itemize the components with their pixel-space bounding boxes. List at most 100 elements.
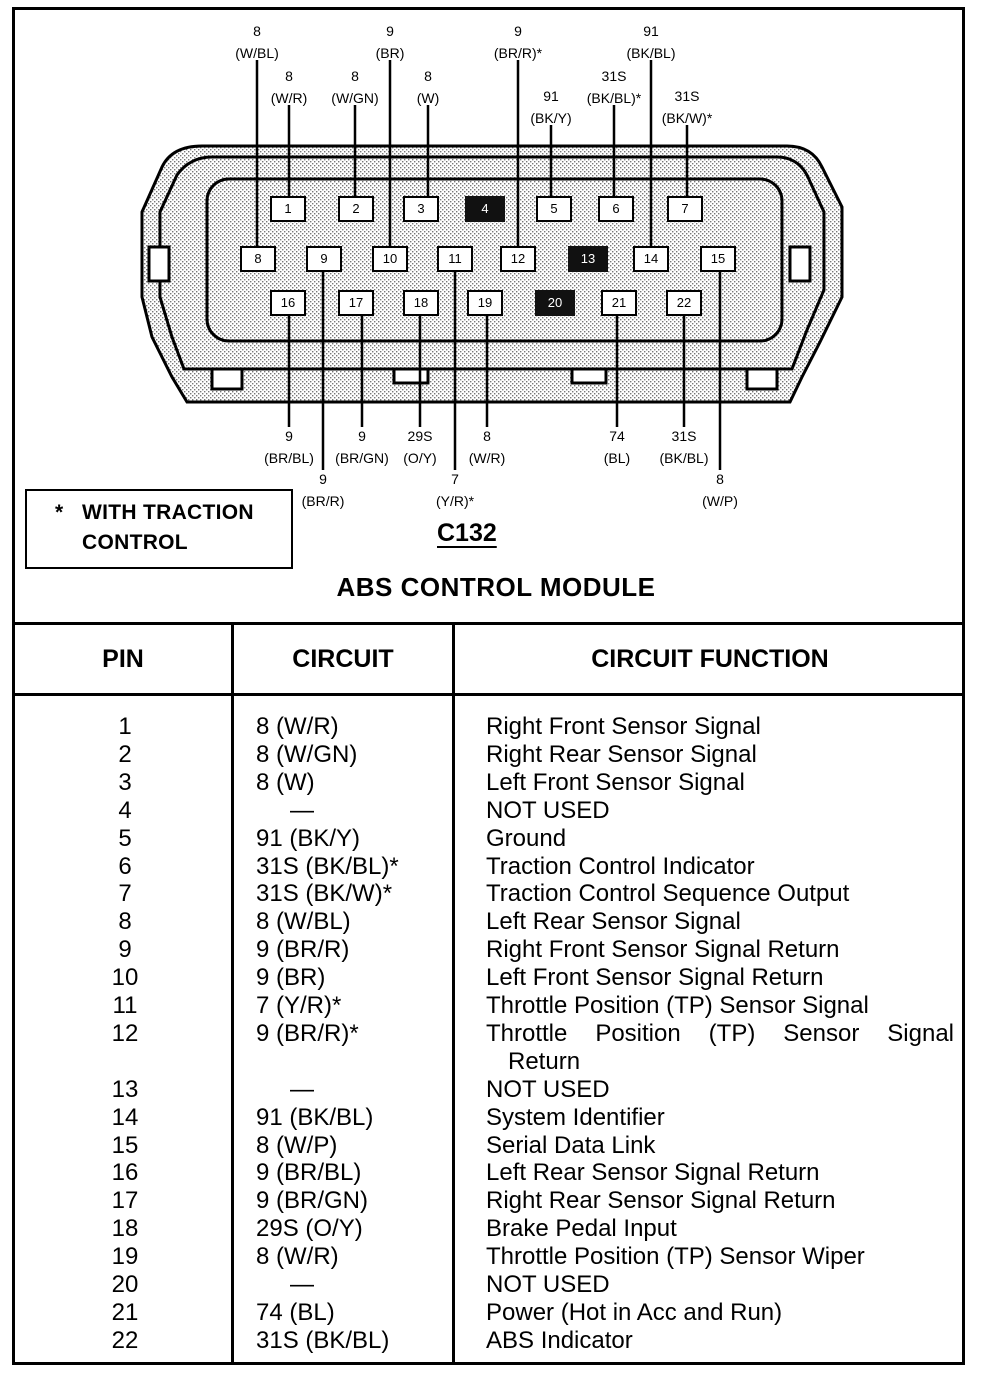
wire-circuit-number: 31S (601, 68, 627, 84)
cell-circuit: 9 (BR/R)* (256, 1019, 359, 1047)
cell-pin: 15 (111, 1131, 139, 1159)
cell-circuit: 7 (Y/R)* (256, 992, 342, 1019)
connector-pin-22: 22 (666, 290, 702, 316)
module-title: ABS CONTROL MODULE (336, 572, 656, 602)
connector-pin-18: 18 (403, 290, 439, 316)
cell-circuit-function: Power (Hot in Acc and Run) (486, 1298, 783, 1326)
wire-label-22: 31S (BK/BL) (659, 425, 708, 469)
cell-pin: 5 (118, 824, 132, 852)
wire-color-code: (BR/BL) (264, 450, 314, 466)
table-header-rule (12, 693, 965, 696)
wire-label-16: 9 (BR/BL) (264, 425, 314, 469)
cell-pin: 6 (118, 852, 132, 880)
connector-id: C132 (437, 519, 497, 547)
wire-color-code: (Y/R)* (435, 493, 475, 509)
wire-label-1: 8(W/R) (271, 65, 308, 109)
table-top-rule (12, 622, 965, 625)
cell-circuit-function: Left Rear Sensor Signal (486, 908, 741, 936)
connector-pin-11: 11 (437, 246, 473, 272)
note-asterisk: * (55, 501, 64, 524)
table-row: 3 8 (W) Left Front Sensor Signal (0, 769, 992, 797)
cell-circuit-function: Left Rear Sensor Signal Return (486, 1159, 820, 1187)
wire-color-code: (BR/R)* (493, 45, 543, 61)
cell-pin: 2 (118, 740, 132, 768)
cell-circuit-function: Left Front Sensor Signal (486, 768, 745, 796)
wire-color-code: (W/R) (468, 450, 506, 466)
wire-color-code: (BK/W)* (661, 110, 713, 126)
cell-circuit-function: Right Rear Sensor Signal (486, 740, 757, 768)
wire-label-12: 9 (BR/R)* (494, 20, 542, 64)
header-circuit-function: CIRCUIT FUNCTION (591, 644, 829, 673)
connector-pin-10: 10 (372, 246, 408, 272)
wire-color-code: (BK/Y) (530, 110, 572, 126)
cell-circuit: 8 (W/P) (256, 1131, 338, 1159)
wire-circuit-number: 31S (671, 428, 697, 444)
wire-circuit-number: 8 (285, 68, 293, 84)
wire-color-code: (W/P) (702, 493, 738, 509)
cell-pin: 22 (111, 1326, 139, 1354)
cell-circuit: 8 (W) (256, 768, 315, 796)
connector-pin-14: 14 (633, 246, 669, 272)
cell-circuit: 31S (BK/W)* (256, 880, 393, 908)
connector-pin-8: 8 (240, 246, 276, 272)
wire-label-17: 9(BR/GN) (335, 425, 389, 469)
wire-circuit-number: 29S (407, 428, 433, 444)
cell-pin: 10 (111, 964, 139, 992)
cell-circuit-function: Traction Control Sequence Output (486, 880, 850, 908)
cell-pin: 17 (111, 1187, 139, 1215)
cell-circuit-function: Right Front Sensor Signal Return (486, 936, 840, 964)
cell-circuit: 31S (BK/BL) (256, 1326, 390, 1354)
wire-circuit-number: 9 (514, 23, 522, 39)
cell-circuit: 91 (BK/BL) (256, 1103, 374, 1131)
wire-color-code: (BL) (603, 450, 631, 466)
note-line-2: CONTROL (82, 531, 188, 554)
wire-color-code: (W) (416, 90, 440, 106)
connector-pin-12: 12 (500, 246, 536, 272)
cell-circuit-function: NOT USED (486, 1075, 610, 1103)
cell-circuit: 9 (BR) (256, 964, 326, 992)
wire-color-code: (BR) (375, 45, 405, 61)
cell-circuit: 9 (BR/GN) (256, 1187, 369, 1215)
connector-pin-21: 21 (601, 290, 637, 316)
cell-pin: 8 (118, 908, 132, 936)
cell-circuit: 31S (BK/BL)* (256, 852, 399, 880)
wire-label-9: 9(BR/R) (302, 468, 345, 512)
cell-circuit-function: Ground (486, 824, 567, 852)
connector-pin-15: 15 (700, 246, 736, 272)
cell-pin: 7 (118, 880, 132, 908)
wire-label-2: 8(W/GN) (331, 65, 378, 109)
wire-color-code: (BK/BL) (659, 450, 709, 466)
wire-color-code: (BR/GN) (335, 450, 389, 466)
cell-circuit: 29S (O/Y) (256, 1215, 363, 1243)
cell-circuit: 8 (W/R) (256, 713, 339, 740)
connector-pin-13: 13 (568, 246, 608, 272)
connector-pin-4: 4 (465, 196, 505, 222)
cell-pin: 18 (111, 1215, 139, 1243)
cell-pin: 11 (112, 992, 138, 1019)
connector-pin-9: 9 (306, 246, 342, 272)
cell-pin: 13 (111, 1075, 139, 1103)
wire-label-5: 91(BK/Y) (530, 85, 571, 129)
table-row-continuation: Return (0, 1048, 992, 1076)
header-circuit: CIRCUIT (292, 644, 394, 673)
cell-circuit-function: System Identifier (486, 1103, 665, 1131)
wire-circuit-number: 8 (253, 23, 261, 39)
wire-label-7: 31S(BK/W)* (662, 85, 713, 129)
cell-pin: 3 (118, 768, 132, 796)
wire-label-10: 9(BR) (376, 20, 405, 64)
cell-circuit: — (290, 796, 314, 824)
wire-circuit-number: 9 (285, 428, 293, 444)
table-divider-1 (231, 622, 234, 1365)
wire-color-code: (W/BL) (235, 45, 279, 61)
